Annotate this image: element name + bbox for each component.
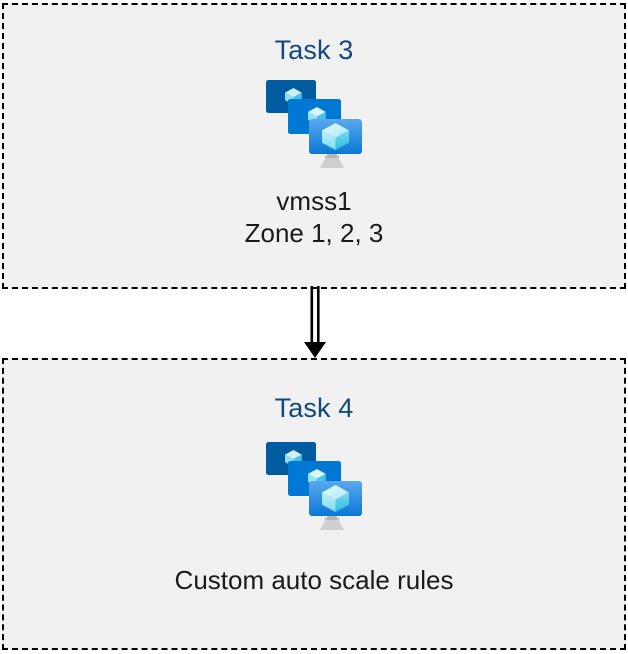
task4-caption-block: Custom auto scale rules [175,564,454,596]
azure-vm-scale-set-icon [266,80,362,168]
task-box-task4[interactable]: Task 4 [2,358,626,650]
task-caption-line-2: Zone 1, 2, 3 [244,218,384,248]
down-arrow-connector [304,286,326,358]
task-title: Task 3 [274,35,354,65]
task-caption-line-1: vmss1 [276,186,352,216]
task-caption-line-1: Custom auto scale rules [174,565,454,595]
task-box-task3[interactable]: Task 3 [2,3,626,289]
azure-vm-scale-set-icon [266,442,362,530]
task3-caption-block: vmss1 Zone 1, 2, 3 [245,185,384,249]
task-title: Task 4 [274,393,354,423]
